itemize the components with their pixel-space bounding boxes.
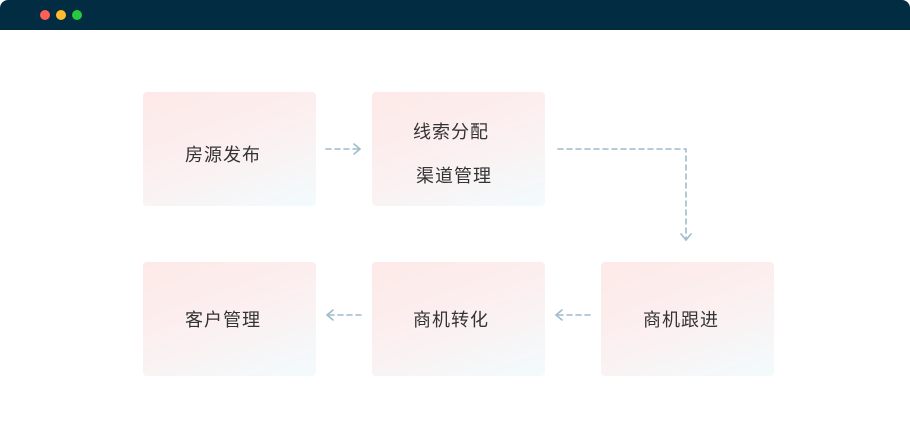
node-label-line-2: 渠道管理 [416, 166, 492, 187]
node-shangji-zhuanhua: 商机转化 [372, 262, 545, 376]
node-xiansuo-qudao: 线索分配 渠道管理 [372, 92, 545, 206]
node-label: 客户管理 [185, 310, 261, 331]
node-kehu-guanli: 客户管理 [143, 262, 316, 376]
arrow-right-1 [325, 143, 362, 155]
node-label: 商机跟进 [643, 310, 719, 331]
node-label-line-1: 线索分配 [413, 122, 489, 143]
arrow-elbow-down [557, 148, 692, 242]
node-fangyuan-fabu: 房源发布 [143, 92, 316, 206]
maximize-dot[interactable] [72, 10, 82, 20]
arrow-left-2 [325, 309, 362, 321]
node-shangji-genjin: 商机跟进 [601, 262, 774, 376]
node-label: 商机转化 [413, 310, 489, 331]
title-bar [0, 0, 910, 30]
minimize-dot[interactable] [56, 10, 66, 20]
node-label: 房源发布 [185, 145, 261, 166]
close-dot[interactable] [40, 10, 50, 20]
arrow-left-1 [554, 309, 591, 321]
